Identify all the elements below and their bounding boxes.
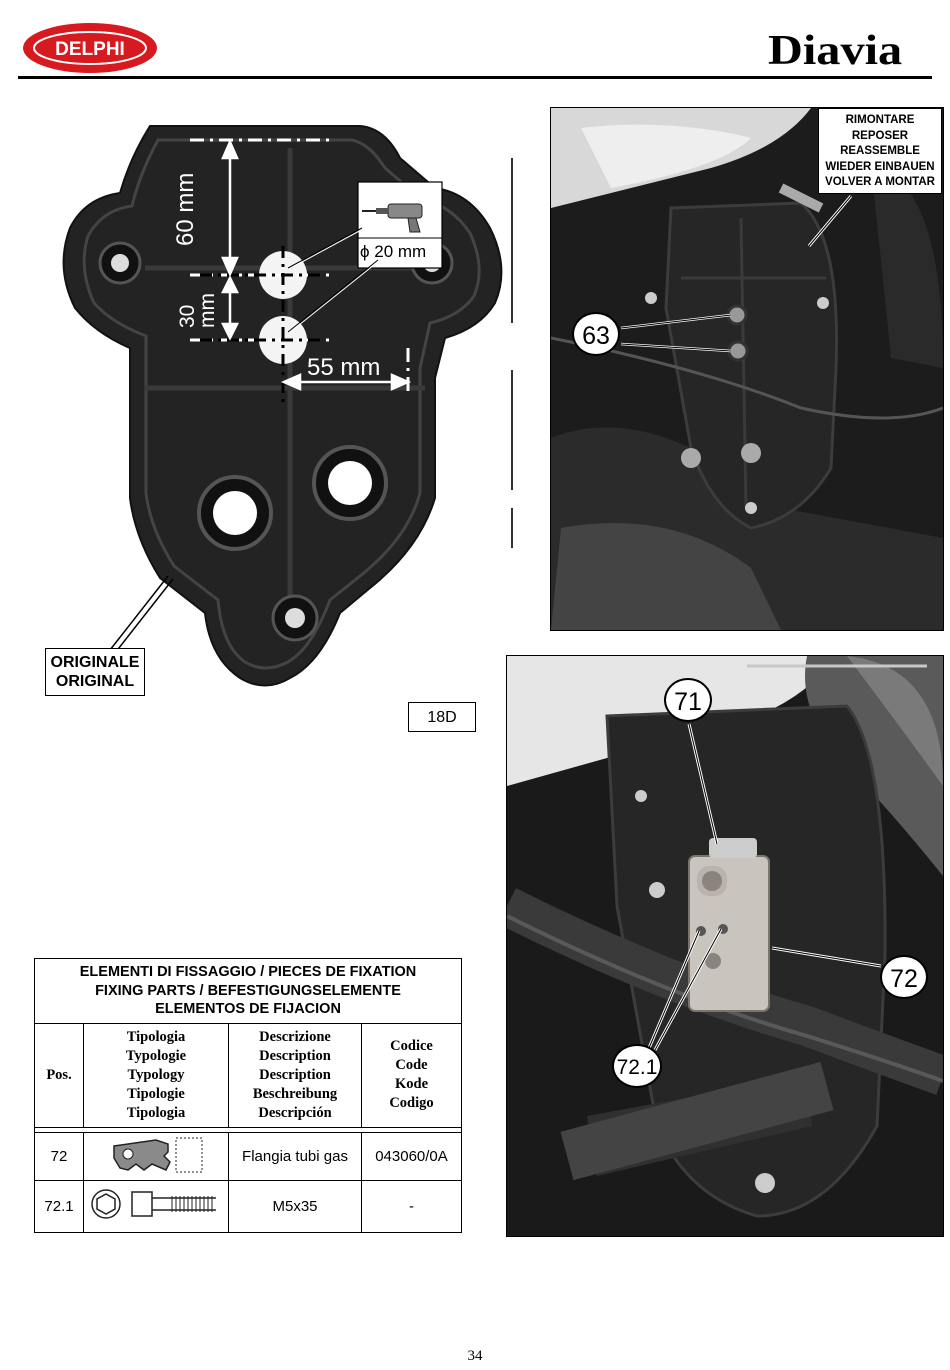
flange-drawing [62, 125, 503, 687]
engine-photo-reassemble [550, 107, 944, 631]
table-title-line-1: ELEMENTI DI FISSAGGIO / PIECES DE FIXATI… [79, 964, 417, 980]
delphi-logo: DELPHI [23, 23, 157, 73]
row-pos: 72.1 [34, 1179, 84, 1233]
leader-lines-63 [620, 195, 853, 353]
reassemble-callout: RIMONTARE REPOSER REASSEMBLE WIEDER EINB… [818, 108, 942, 194]
header-text: Beschreibung [252, 1085, 338, 1102]
table-header-row: Pos. Tipologia Typologie Typology Tipolo… [34, 1022, 462, 1128]
margin-mark [511, 508, 513, 548]
dim-30mm-label: 30 mm [176, 293, 219, 328]
delphi-logo-text: DELPHI [55, 39, 125, 60]
header-text: Descripción [258, 1104, 332, 1121]
header-pos: Pos. [34, 1022, 84, 1128]
callout-72: 72 [880, 955, 928, 999]
table-row: 72.1 M5x35 - [34, 1179, 462, 1233]
margin-mark [511, 158, 513, 323]
originale-line-1: ORIGINALE [50, 654, 140, 671]
engine-photo-2-drawing [507, 656, 943, 1236]
row-tipologia [83, 1179, 229, 1233]
header-rule [18, 76, 932, 79]
page-number: 34 [467, 1348, 483, 1364]
header-text: Tipologia [126, 1028, 186, 1045]
margin-mark [511, 370, 513, 490]
header-text: Description [259, 1047, 331, 1064]
row-codice: - [361, 1179, 462, 1233]
flange-photo [40, 118, 508, 698]
reassemble-it: RIMONTARE [845, 114, 915, 126]
header-text: Codice [390, 1038, 433, 1054]
diavia-logo: Diavia [768, 28, 903, 74]
header-text: Kode [394, 1076, 429, 1092]
originale-line-2: ORIGINAL [55, 673, 135, 690]
reassemble-es: VOLVER A MONTAR [825, 176, 935, 188]
callout-71: 71 [664, 678, 712, 722]
reassemble-fr: REPOSER [851, 129, 909, 142]
header-text: Tipologie [127, 1085, 185, 1102]
dim-55mm-label: 55 mm [307, 354, 381, 381]
gas-flange-icon [113, 1137, 203, 1173]
reassemble-en: REASSEMBLE [840, 145, 920, 157]
reassemble-de: WIEDER EINBAUEN [825, 160, 935, 173]
header-tipologia: Tipologia Typologie Typology Tipologie T… [83, 1022, 229, 1128]
drill-icon [362, 203, 423, 233]
header-text: Code [395, 1057, 428, 1073]
row-pos: 72 [34, 1131, 84, 1181]
header-text: Typology [127, 1066, 185, 1083]
row-descrizione: Flangia tubi gas [228, 1131, 362, 1181]
table-title-line-3: ELEMENTOS DE FIJACION [155, 1001, 341, 1017]
header-text: Descrizione [259, 1028, 331, 1045]
header-descrizione: Descrizione Description Description Besc… [228, 1022, 362, 1128]
header-text: Codigo [389, 1095, 434, 1111]
figure-reference: 18D [408, 702, 476, 732]
table-title-row: ELEMENTI DI FISSAGGIO / PIECES DE FIXATI… [34, 958, 462, 1024]
fixing-parts-table: ELEMENTI DI FISSAGGIO / PIECES DE FIXATI… [34, 958, 462, 1233]
originale-label: ORIGINALE ORIGINAL [45, 648, 145, 696]
engine-photo-expansion-valve [506, 655, 944, 1237]
row-descrizione: M5x35 [228, 1179, 362, 1233]
row-tipologia [83, 1131, 229, 1181]
table-row: 72 Flangia tubi gas 043060/0A [34, 1131, 462, 1181]
table-title-line-2: FIXING PARTS / BEFESTIGUNGSELEMENTE [95, 982, 401, 999]
header-text: Description [259, 1066, 331, 1083]
callout-63: 63 [572, 312, 620, 356]
dim-60mm-label: 60 mm [172, 172, 199, 246]
leader-lines-71-72 [647, 723, 882, 1051]
row-codice: 043060/0A [361, 1131, 462, 1181]
engine-photo-1-drawing [551, 108, 943, 630]
table-title: ELEMENTI DI FISSAGGIO / PIECES DE FIXATI… [34, 958, 462, 1024]
header-text: Typologie [125, 1047, 187, 1064]
screw-icon [91, 1189, 216, 1219]
header-codice: Codice Code Kode Codigo [361, 1022, 462, 1128]
header-text: Tipologia [126, 1104, 186, 1121]
callout-72-1: 72.1 [612, 1044, 662, 1088]
drill-hole-label: ϕ 20 mm [360, 242, 427, 261]
